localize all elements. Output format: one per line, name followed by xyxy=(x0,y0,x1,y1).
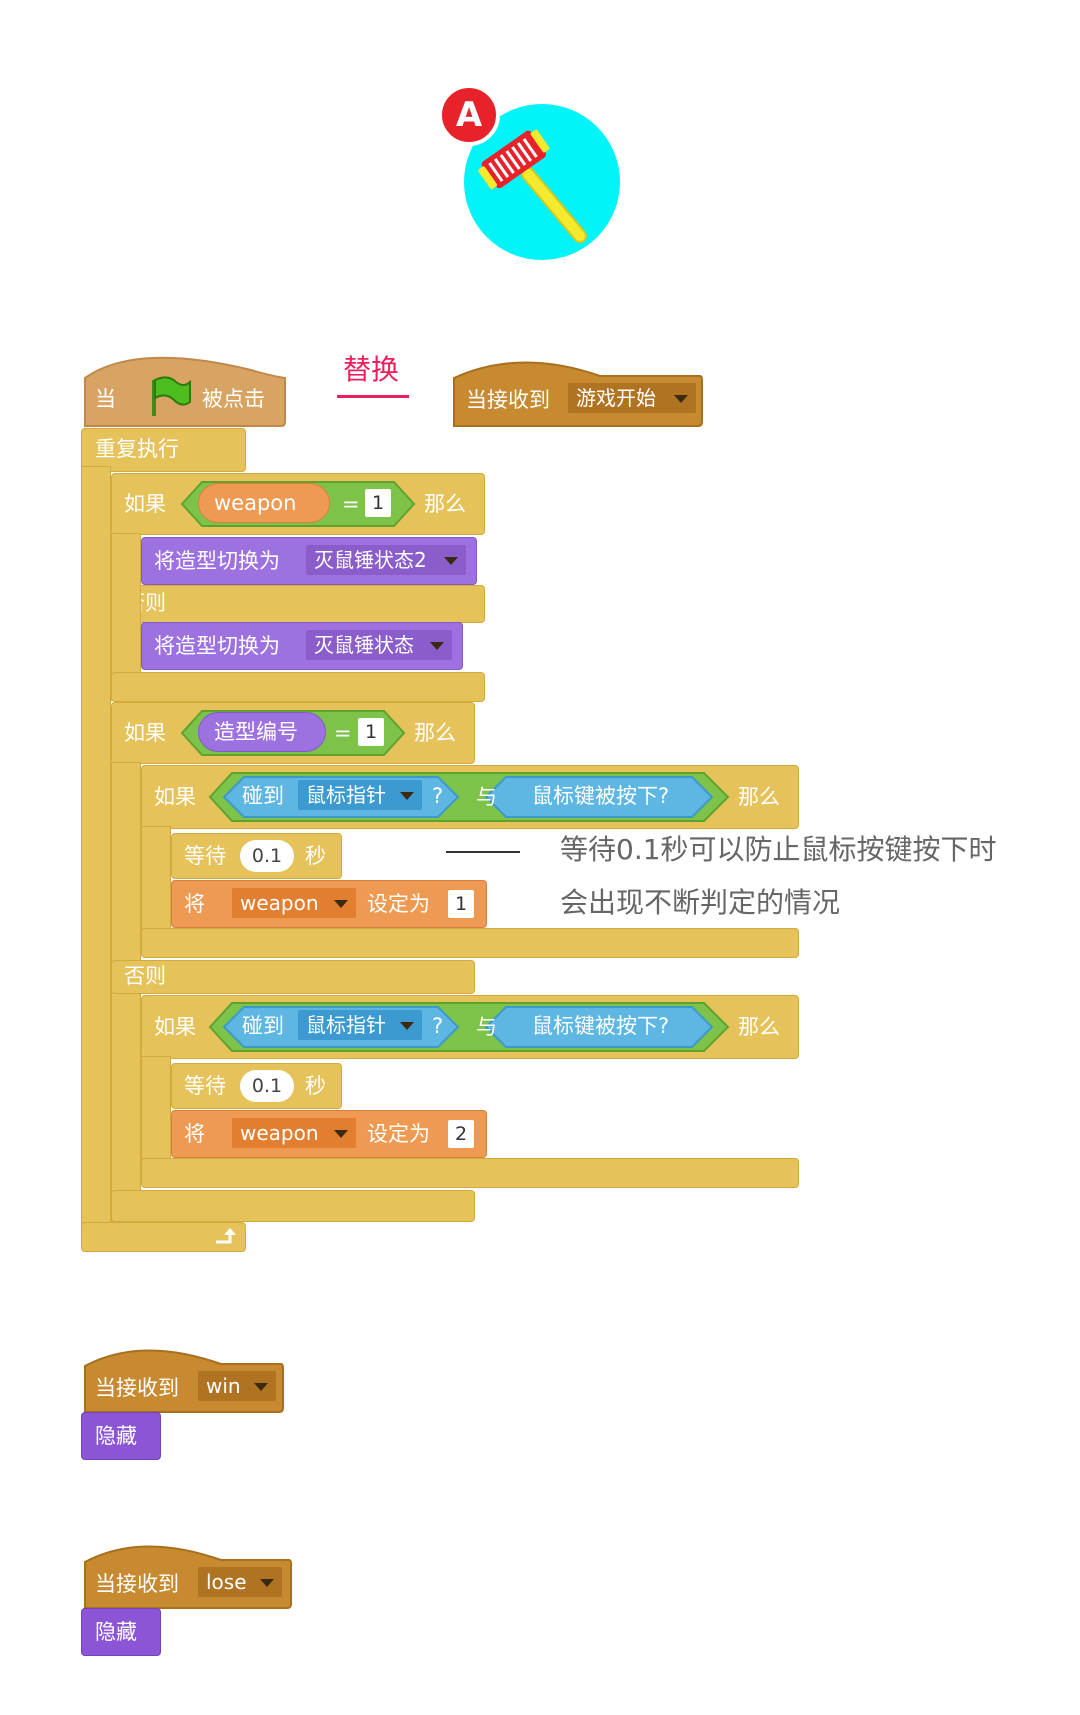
touching-question: ? xyxy=(432,784,444,808)
forever-footer xyxy=(81,1222,246,1252)
chevron-down-icon xyxy=(254,1383,268,1391)
costume-dropdown[interactable]: 灭鼠锤状态2 xyxy=(306,545,466,575)
set-value-input[interactable]: 1 xyxy=(448,890,474,918)
and-label: 与 xyxy=(476,785,497,809)
message-dropdown-value: win xyxy=(206,1374,241,1398)
chevron-down-icon xyxy=(334,900,348,908)
touching-label: 碰到 xyxy=(242,784,284,808)
message-dropdown[interactable]: lose xyxy=(198,1567,282,1597)
hammer-icon xyxy=(464,104,620,260)
green-flag-icon[interactable] xyxy=(146,374,192,420)
inner-if-footer xyxy=(141,1158,799,1188)
chevron-down-icon xyxy=(430,642,444,650)
inner-if-footer xyxy=(141,928,799,958)
sprite-thumbnail[interactable]: A xyxy=(438,84,625,266)
replace-note: 替换 xyxy=(343,353,400,386)
seconds-label: 秒 xyxy=(305,1074,326,1098)
costume-dropdown[interactable]: 灭鼠锤状态 xyxy=(306,630,452,660)
set-to-label: 设定为 xyxy=(367,892,430,916)
weapon-variable-label: weapon xyxy=(214,491,297,515)
variable-dropdown-value: weapon xyxy=(240,891,319,915)
inner-if-arm xyxy=(141,826,171,936)
if-label: 如果 xyxy=(124,721,166,745)
variable-dropdown-value: weapon xyxy=(240,1121,319,1145)
costume-dropdown-value: 灭鼠锤状态 xyxy=(314,633,414,657)
message-dropdown-value: lose xyxy=(206,1570,247,1594)
receive-label: 当接收到 xyxy=(95,1572,179,1596)
hide-block[interactable] xyxy=(81,1412,161,1460)
wait-seconds-input[interactable]: 0.1 xyxy=(240,1070,294,1102)
wait-label: 等待 xyxy=(184,1074,226,1098)
set-to-label: 设定为 xyxy=(367,1122,430,1146)
else-label: 否则 xyxy=(124,964,166,988)
hat-clicked-label: 被点击 xyxy=(202,387,265,411)
then-label: 那么 xyxy=(424,492,466,516)
variable-dropdown[interactable]: weapon xyxy=(232,888,356,918)
set-label: 将 xyxy=(184,892,205,916)
touching-target-value: 鼠标指针 xyxy=(306,1013,386,1037)
equals-sign: = xyxy=(342,492,360,516)
then-label: 那么 xyxy=(738,785,780,809)
costume-number-label: 造型编号 xyxy=(214,720,298,744)
forever-arm xyxy=(81,466,111,1246)
equals-value-input[interactable]: 1 xyxy=(358,718,384,746)
hide-label: 隐藏 xyxy=(95,1620,137,1644)
chevron-down-icon xyxy=(444,557,458,565)
seconds-label: 秒 xyxy=(305,844,326,868)
annotation-line-2: 会出现不断判定的情况 xyxy=(560,886,841,919)
weapon-variable-reporter[interactable] xyxy=(198,483,330,523)
message-dropdown[interactable]: win xyxy=(198,1371,276,1401)
touching-label: 碰到 xyxy=(242,1014,284,1038)
chevron-down-icon xyxy=(260,1579,274,1587)
loop-arrow-icon xyxy=(216,1228,236,1244)
else-bar xyxy=(111,960,475,994)
if-footer xyxy=(111,672,485,702)
mouse-down-label: 鼠标键被按下? xyxy=(532,1014,670,1038)
chevron-down-icon xyxy=(400,792,414,800)
then-label: 那么 xyxy=(738,1015,780,1039)
costume-dropdown-value: 灭鼠锤状态2 xyxy=(314,548,427,572)
chevron-down-icon xyxy=(334,1130,348,1138)
message-dropdown-value: 游戏开始 xyxy=(576,386,656,410)
touching-target-dropdown[interactable]: 鼠标指针 xyxy=(298,1010,422,1040)
inner-if-arm xyxy=(141,1056,171,1166)
switch-costume-label: 将造型切换为 xyxy=(154,549,280,573)
if-label: 如果 xyxy=(154,785,196,809)
mouse-down-label: 鼠标键被按下? xyxy=(532,784,670,808)
wait-seconds-input[interactable]: 0.1 xyxy=(240,840,294,872)
hide-label: 隐藏 xyxy=(95,1424,137,1448)
switch-costume-label: 将造型切换为 xyxy=(154,634,280,658)
equals-value-input[interactable]: 1 xyxy=(365,489,391,517)
else-bar xyxy=(111,585,485,623)
hat-when-label: 当 xyxy=(95,387,116,411)
message-dropdown[interactable]: 游戏开始 xyxy=(568,383,696,413)
forever-header[interactable] xyxy=(81,428,246,472)
replace-underline xyxy=(337,395,409,398)
set-label: 将 xyxy=(184,1122,205,1146)
chevron-down-icon xyxy=(400,1022,414,1030)
receive-label: 当接收到 xyxy=(95,1376,179,1400)
sprite-badge xyxy=(438,84,500,146)
if-else-footer xyxy=(111,1190,475,1222)
touching-question: ? xyxy=(432,1014,444,1038)
chevron-down-icon xyxy=(674,395,688,403)
receive-label: 当接收到 xyxy=(466,388,550,412)
variable-dropdown[interactable]: weapon xyxy=(232,1118,356,1148)
touching-target-value: 鼠标指针 xyxy=(306,783,386,807)
then-label: 那么 xyxy=(414,721,456,745)
annotation-leader-line xyxy=(446,851,520,853)
if-label: 如果 xyxy=(154,1015,196,1039)
hide-block[interactable] xyxy=(81,1608,161,1656)
equals-sign: = xyxy=(334,721,352,745)
touching-target-dropdown[interactable]: 鼠标指针 xyxy=(298,780,422,810)
annotation-line-1: 等待0.1秒可以防止鼠标按键按下时 xyxy=(560,833,997,866)
set-value-input[interactable]: 2 xyxy=(448,1120,474,1148)
and-label: 与 xyxy=(476,1015,497,1039)
if-label: 如果 xyxy=(124,492,166,516)
forever-label: 重复执行 xyxy=(95,437,179,461)
sprite-badge-letter: A xyxy=(455,95,483,135)
costume-number-reporter[interactable] xyxy=(198,712,326,752)
wait-label: 等待 xyxy=(184,844,226,868)
